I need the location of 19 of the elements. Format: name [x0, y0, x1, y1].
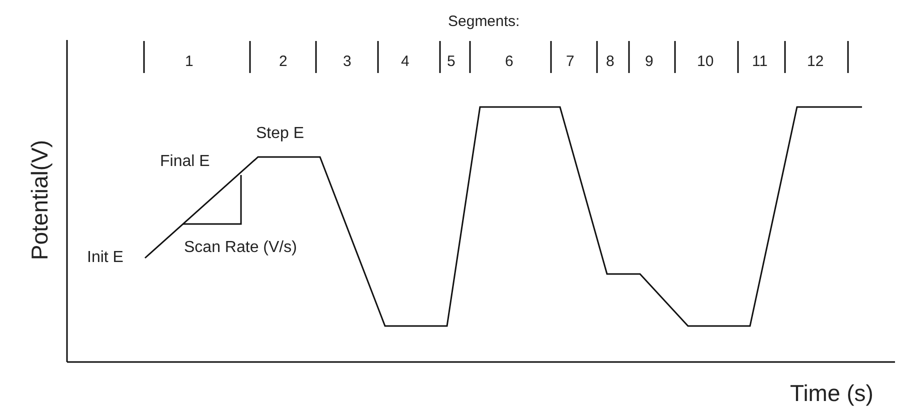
segment-number: 4	[401, 54, 410, 69]
annotation-label: Init E	[87, 250, 124, 266]
segment-number: 9	[645, 54, 654, 69]
axis-title: Time (s)	[790, 382, 874, 405]
annotation-label: Scan Rate (V/s)	[184, 240, 297, 256]
segment-number: 2	[279, 54, 288, 69]
segment-number: 11	[752, 54, 768, 69]
segment-number: 1	[185, 54, 194, 69]
segment-number: 12	[807, 54, 824, 69]
chart-heading: Segments:	[448, 14, 520, 29]
segment-number: 3	[343, 54, 352, 69]
segment-number: 7	[566, 54, 574, 69]
segment-number: 5	[447, 54, 456, 69]
segment-number: 6	[505, 54, 514, 69]
segment-number: 8	[606, 54, 614, 69]
annotation-label: Step E	[256, 126, 304, 142]
axis-title: Potential(V)	[28, 140, 52, 260]
annotation-label: Final E	[160, 154, 210, 170]
segment-number: 10	[697, 54, 714, 69]
